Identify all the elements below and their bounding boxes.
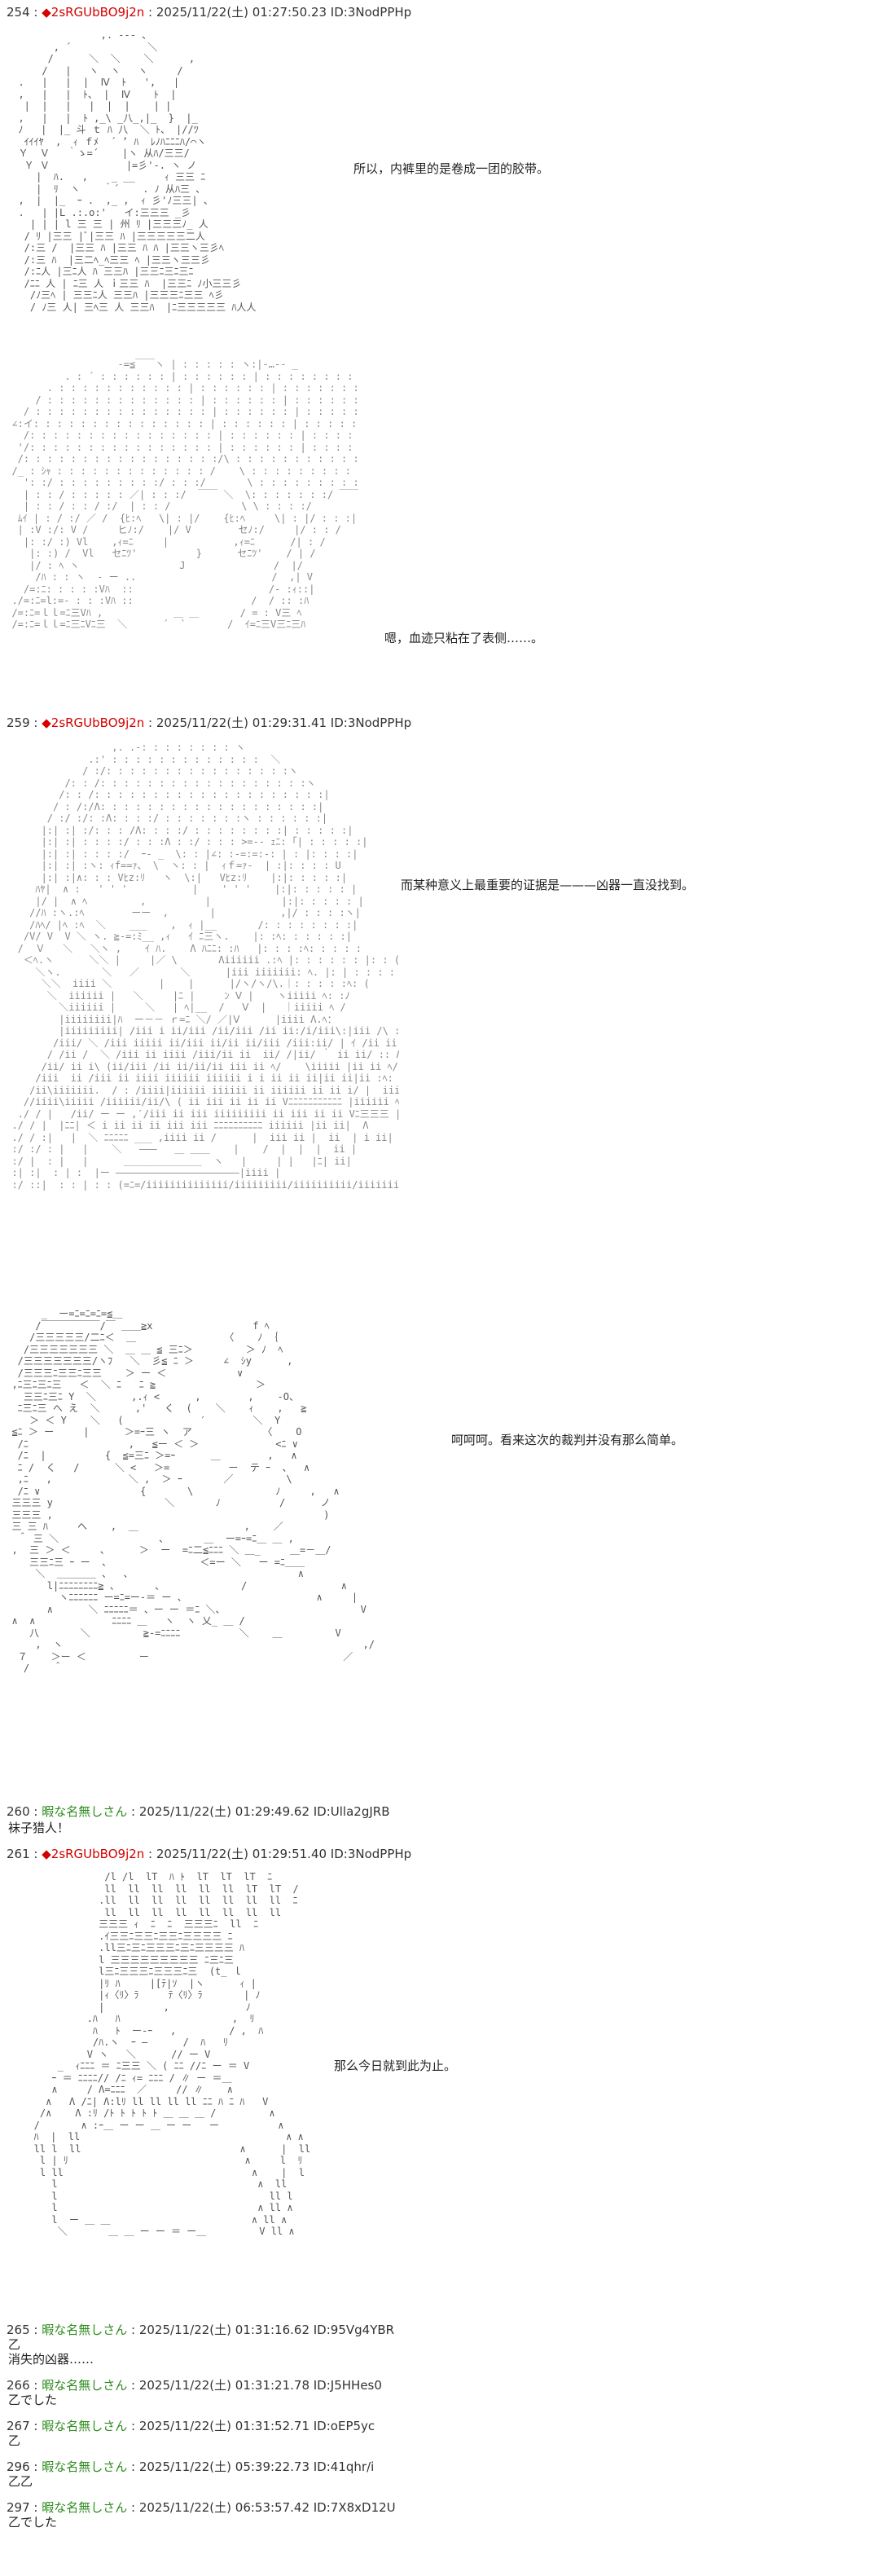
poster-name[interactable]: 2sRGUbBO9j2n xyxy=(50,716,145,730)
caption-5: 那么今日就到此为止。 xyxy=(334,2059,457,2073)
caption-1: 所以，内裤里的是卷成一团的胶带。 xyxy=(353,161,550,176)
post-meta: 2025/11/22(土) 01:31:21.78 ID:J5HHes0 xyxy=(138,2378,382,2393)
post-number: 267 xyxy=(7,2419,30,2433)
ascii-art-3: ,. .-: : : : : : : : ヽ .:' : : : : : : :… xyxy=(11,742,399,1191)
caption-4: 呵呵呵。看来这次的裁判并没有那么简单。 xyxy=(451,1433,684,1447)
diamond-icon: ◆ xyxy=(42,5,51,20)
post-meta: 2025/11/22(土) 01:27:50.23 ID:3NodPPHp xyxy=(156,5,412,20)
post-meta: 2025/11/22(土) 01:29:51.40 ID:3NodPPHp xyxy=(156,1847,412,1861)
post-header-261: 261 : ◆2sRGUbBO9j2n : 2025/11/22(土) 01:2… xyxy=(7,1847,412,1861)
post-header-297: 297 : 暇な名無しさん : 2025/11/22(土) 06:53:57.4… xyxy=(7,2500,396,2515)
post-body-265-line1: 乙 xyxy=(8,2337,21,2352)
ascii-art-4: _ ー=ﾆ=ﾆ=ﾆ=≦＿ /￣￣￣￣￣￣/￣ ＿＿≧x f ﾍ /三三三三三/二… xyxy=(11,1308,375,1674)
ascii-art-1: ,. --- 、 , ´ ＼ / ＼ ＼ ＼ , / | ヽ ヽ ヽ / . |… xyxy=(18,29,257,313)
poster-name[interactable]: 暇な名無しさん xyxy=(42,2378,128,2393)
post-header-265: 265 : 暇な名無しさん : 2025/11/22(土) 01:31:16.6… xyxy=(7,2323,395,2337)
post-meta: 2025/11/22(土) 05:39:22.73 ID:41qhr/i xyxy=(138,2459,375,2474)
post-body-296: 乙乙 xyxy=(8,2474,33,2489)
post-meta: 2025/11/22(土) 01:31:52.71 ID:oEP5yc xyxy=(138,2419,375,2433)
post-header-254: 254 : ◆2sRGUbBO9j2n : 2025/11/22(土) 01:2… xyxy=(7,5,412,20)
poster-name[interactable]: 暇な名無しさん xyxy=(42,2323,128,2337)
post-number: 296 xyxy=(7,2459,30,2474)
caption-3: 而某种意义上最重要的证据是———凶器一直没找到。 xyxy=(401,878,695,892)
poster-name[interactable]: 暇な名無しさん xyxy=(42,2459,128,2474)
post-number: 265 xyxy=(7,2323,30,2337)
post-meta: 2025/11/22(土) 06:53:57.42 ID:7X8xD12U xyxy=(138,2500,396,2515)
post-header-296: 296 : 暇な名無しさん : 2025/11/22(土) 05:39:22.7… xyxy=(7,2459,375,2474)
post-meta: 2025/11/22(土) 01:31:16.62 ID:95Vg4YBR xyxy=(138,2323,395,2337)
caption-2: 嗯，血迹只粘在了表侧……。 xyxy=(384,631,544,645)
post-number: 259 xyxy=(7,716,30,730)
diamond-icon: ◆ xyxy=(42,716,51,730)
post-meta: 2025/11/22(土) 01:29:31.41 ID:3NodPPHp xyxy=(156,716,412,730)
post-body-267: 乙 xyxy=(8,2433,21,2448)
post-header-267: 267 : 暇な名無しさん : 2025/11/22(土) 01:31:52.7… xyxy=(7,2419,375,2433)
post-number: 260 xyxy=(7,1804,30,1819)
post-header-266: 266 : 暇な名無しさん : 2025/11/22(土) 01:31:21.7… xyxy=(7,2378,382,2393)
post-body-266: 乙でした xyxy=(8,2393,58,2407)
ascii-art-2: -=≦￣￣ヽ | : : : : : ヽ:|-…‐- _ . : ´ : : :… xyxy=(11,359,358,630)
ascii-art-5: /l /l lT ﾊ ﾄ lT lT lT ﾆ ll ll ll ll ll l… xyxy=(33,1871,311,2237)
post-number: 297 xyxy=(7,2500,30,2515)
post-header-260: 260 : 暇な名無しさん : 2025/11/22(土) 01:29:49.6… xyxy=(7,1804,390,1819)
poster-name[interactable]: 暇な名無しさん xyxy=(42,2500,128,2515)
poster-name[interactable]: 2sRGUbBO9j2n xyxy=(50,1847,145,1861)
poster-name[interactable]: 2sRGUbBO9j2n xyxy=(50,5,145,20)
post-body-260: 袜子猎人！ xyxy=(8,1821,70,1835)
post-body-297: 乙でした xyxy=(8,2515,58,2530)
diamond-icon: ◆ xyxy=(42,1847,51,1861)
post-meta: 2025/11/22(土) 01:29:49.62 ID:Ulla2gJRB xyxy=(138,1804,390,1819)
post-number: 266 xyxy=(7,2378,30,2393)
post-header-259: 259 : ◆2sRGUbBO9j2n : 2025/11/22(土) 01:2… xyxy=(7,716,412,730)
poster-name[interactable]: 暇な名無しさん xyxy=(42,1804,128,1819)
post-number: 254 xyxy=(7,5,30,20)
poster-name[interactable]: 暇な名無しさん xyxy=(42,2419,128,2433)
post-body-265-line2: 消失的凶器…… xyxy=(8,2352,94,2367)
post-number: 261 xyxy=(7,1847,30,1861)
